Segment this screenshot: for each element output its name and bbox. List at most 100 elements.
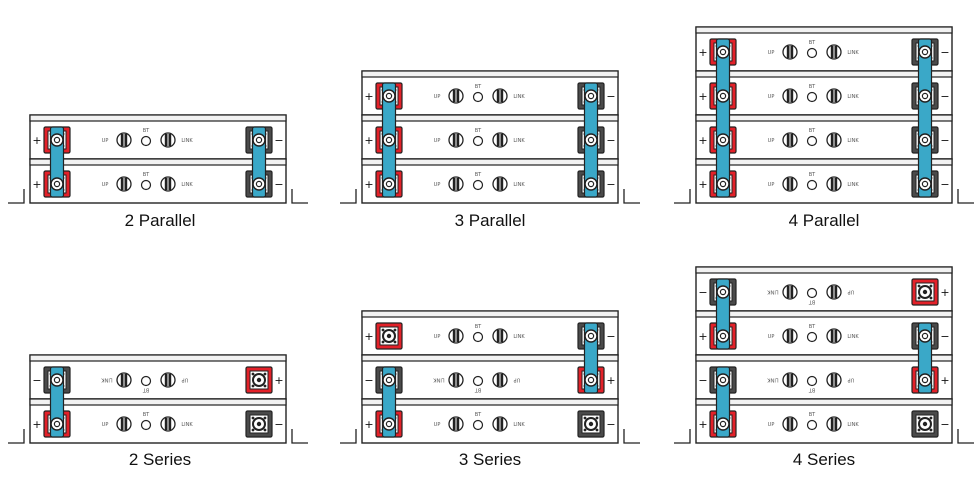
busbar-bolt xyxy=(716,417,730,431)
port-up-label: UP xyxy=(182,377,189,383)
module-lid xyxy=(29,114,287,122)
busbar-bolt xyxy=(252,177,266,191)
port-up-label: UP xyxy=(768,422,775,428)
minus-sign: − xyxy=(606,330,615,343)
busbar-bolt xyxy=(584,133,598,147)
minus-sign: − xyxy=(32,374,41,387)
port-bt-label: BT xyxy=(809,40,816,46)
port-knob-icon xyxy=(782,372,798,388)
port-bt-label: BT xyxy=(475,128,482,134)
bt-indicator-icon xyxy=(806,135,818,147)
port-link-label: LINK xyxy=(847,334,859,340)
module-lid xyxy=(695,114,953,122)
port-up-label: UP xyxy=(768,50,775,56)
busbar xyxy=(583,322,599,394)
busbar-bolt xyxy=(382,417,396,431)
stand-base xyxy=(8,429,308,444)
port-knob-icon xyxy=(826,44,842,60)
busbar xyxy=(583,82,599,198)
busbar-bolt xyxy=(918,45,932,59)
busbar-bolt xyxy=(50,133,64,147)
plus-sign: + xyxy=(364,330,373,343)
plus-sign: + xyxy=(32,418,41,431)
stand-base xyxy=(674,189,974,204)
port-bt-label: BT xyxy=(808,299,815,305)
module-case xyxy=(361,158,619,204)
port-knob-icon xyxy=(782,132,798,148)
module-case xyxy=(29,158,287,204)
module-lid xyxy=(361,398,619,406)
bt-indicator-icon xyxy=(472,135,484,147)
plus-sign: + xyxy=(698,90,707,103)
port-up-label: UP xyxy=(848,377,855,383)
port-up-label: UP xyxy=(848,289,855,295)
busbar xyxy=(715,38,731,198)
port-knob-icon xyxy=(782,284,798,300)
port-link-label: LINK xyxy=(847,182,859,188)
port-knob-icon xyxy=(160,416,176,432)
port-link-label: LINK xyxy=(181,138,193,144)
busbar xyxy=(715,278,731,350)
port-link-label: LINK xyxy=(513,334,525,340)
stand-base xyxy=(674,429,974,444)
port-up-label: UP xyxy=(102,422,109,428)
port-knob-icon xyxy=(492,372,508,388)
port-bt-label: BT xyxy=(809,84,816,90)
bt-indicator-icon xyxy=(806,47,818,59)
port-up-label: UP xyxy=(768,138,775,144)
plus-sign: + xyxy=(698,46,707,59)
port-bt-label: BT xyxy=(142,387,149,393)
busbar-bolt xyxy=(382,177,396,191)
port-bt-label: BT xyxy=(475,324,482,330)
port-knob-icon xyxy=(448,328,464,344)
minus-sign: − xyxy=(606,418,615,431)
bt-indicator-icon xyxy=(140,419,152,431)
port-knob-icon xyxy=(492,88,508,104)
port-bt-label: BT xyxy=(475,172,482,178)
port-knob-icon xyxy=(160,176,176,192)
bt-indicator-icon xyxy=(806,375,818,387)
port-link-label: LINK xyxy=(181,422,193,428)
busbar-bolt xyxy=(716,373,730,387)
caption-4-parallel: 4 Parallel xyxy=(788,211,860,230)
port-knob-icon xyxy=(448,132,464,148)
port-link-label: LINK xyxy=(767,289,779,295)
module-lid xyxy=(29,354,287,362)
port-link-label: LINK xyxy=(847,138,859,144)
port-link-label: LINK xyxy=(101,377,113,383)
busbar xyxy=(381,366,397,438)
module-case xyxy=(29,114,287,160)
port-knob-icon xyxy=(116,132,132,148)
busbar-bolt xyxy=(584,89,598,103)
bt-indicator-icon xyxy=(806,91,818,103)
negative-terminal xyxy=(911,410,939,438)
busbar-bolt xyxy=(918,373,932,387)
port-up-label: UP xyxy=(434,182,441,188)
module-lid xyxy=(361,114,619,122)
busbar xyxy=(381,82,397,198)
busbar xyxy=(715,366,731,438)
minus-sign: − xyxy=(940,418,949,431)
port-knob-icon xyxy=(826,328,842,344)
busbar-bolt xyxy=(918,177,932,191)
module-lid xyxy=(695,398,953,406)
plus-sign: + xyxy=(364,178,373,191)
port-knob-icon xyxy=(448,88,464,104)
plus-sign: + xyxy=(606,374,615,387)
port-knob-icon xyxy=(116,372,132,388)
port-knob-icon xyxy=(826,284,842,300)
plus-sign: + xyxy=(940,286,949,299)
port-knob-icon xyxy=(826,132,842,148)
port-link-label: LINK xyxy=(513,94,525,100)
port-knob-icon xyxy=(782,416,798,432)
module-case xyxy=(695,266,953,312)
port-knob-icon xyxy=(782,176,798,192)
port-up-label: UP xyxy=(102,138,109,144)
